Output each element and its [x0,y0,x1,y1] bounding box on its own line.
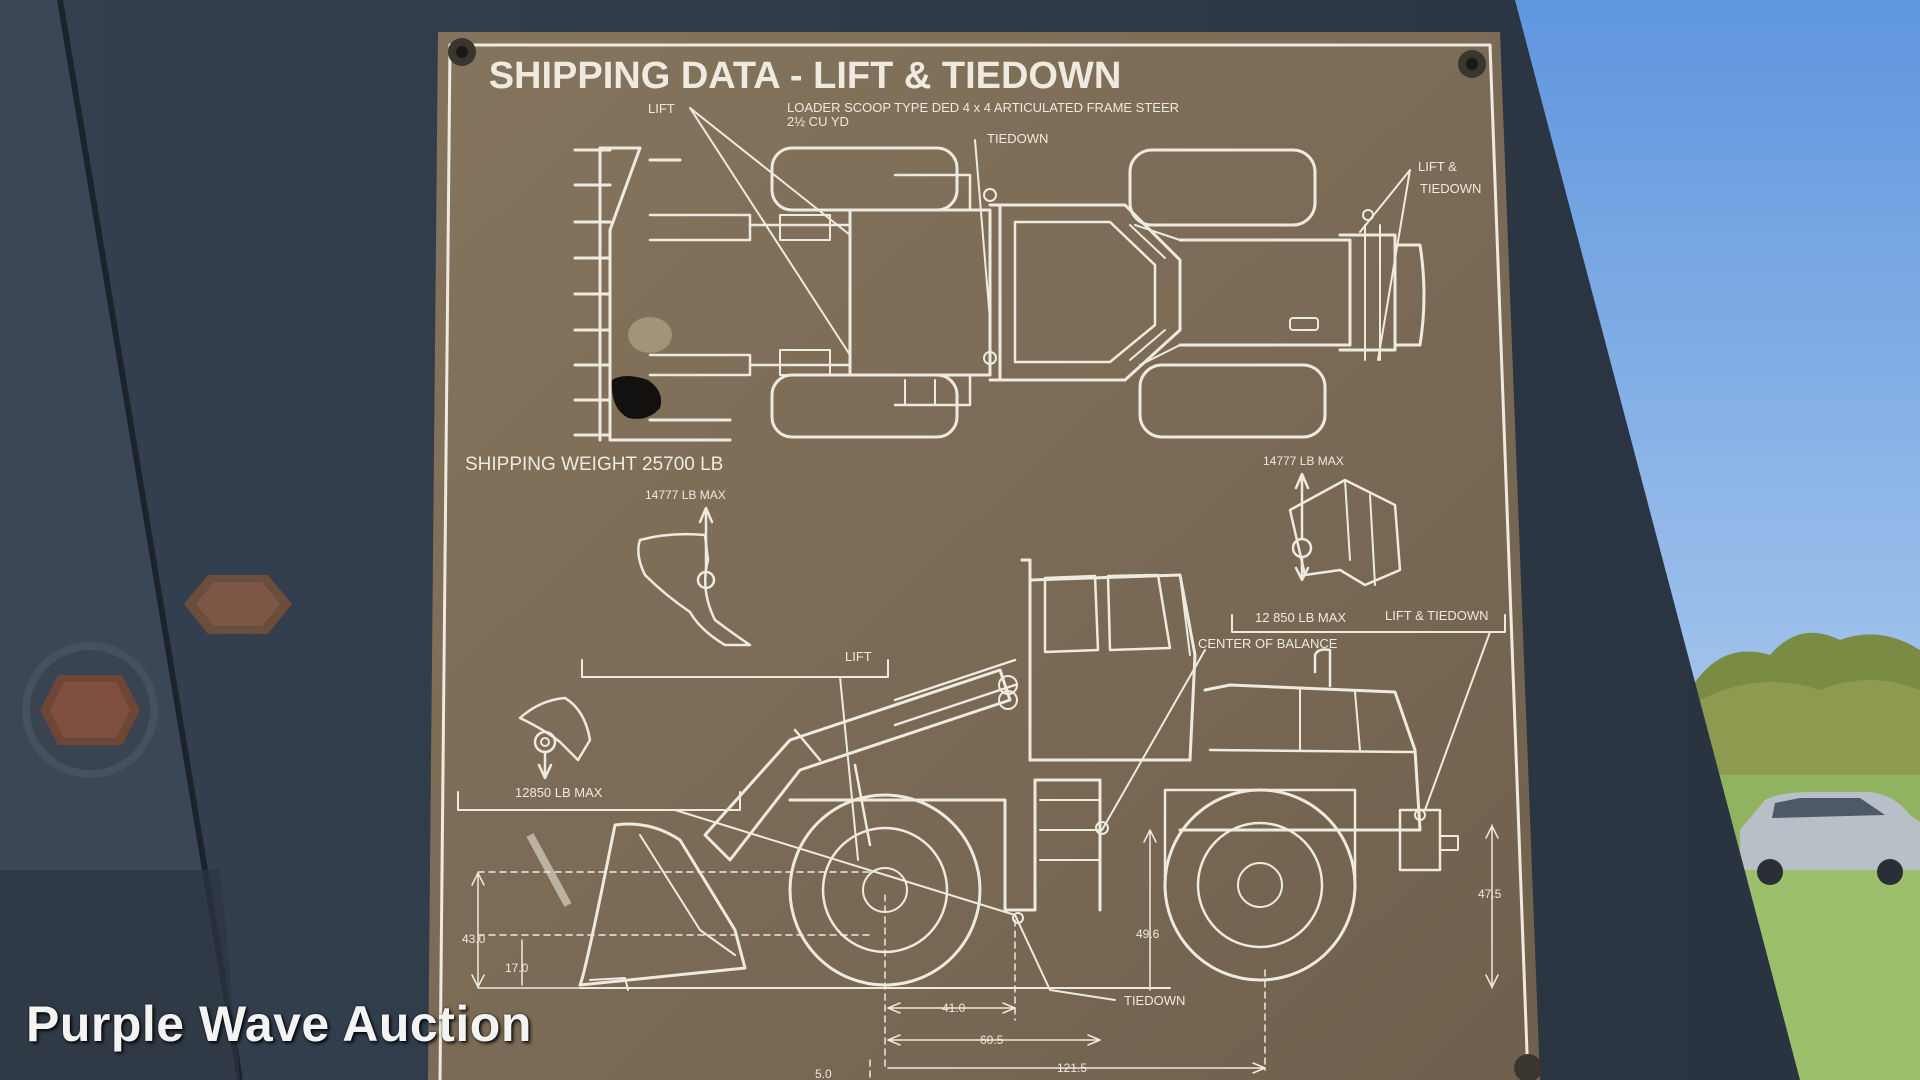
scratch [526,833,572,907]
panel-left-sheet [0,0,240,1080]
dim-41-0: 41.0 [942,1001,966,1015]
dim-43-0: 43.0 [462,932,486,946]
tiedown-bottom-label: TIEDOWN [1124,993,1185,1008]
plate-border-top-right [448,43,1530,1080]
top-tiedown-rear-label: TIEDOWN [1420,181,1481,196]
loader-side-view: CENTER OF BALANCE [578,558,1459,1008]
dim-17-0: 17.0 [505,961,529,975]
dim-49-6: 49.6 [1136,927,1160,941]
front-tiedown-detail: 12850 LB MAX [457,696,1016,916]
shipping-weight: SHIPPING WEIGHT 25700 LB [465,454,723,475]
data-plate [428,32,1540,1080]
top-tiedown-label: TIEDOWN [987,131,1048,146]
panel-lower-plate [0,870,240,1080]
top-lift-label: LIFT [648,101,675,116]
dimension-lines [471,824,1499,1080]
tree-line-front [1700,680,1920,780]
bolt-upper [184,575,292,634]
dim-5-0: 5.0 [815,1067,832,1080]
detail-lift-label: LIFT [845,649,872,664]
watermark-text: Purple Wave Auction [26,996,532,1052]
loader-top-view: LIFT TIEDOWN LIFT & TIEDOWN [573,101,1481,442]
car [1740,792,1920,885]
center-of-balance-label: CENTER OF BALANCE [1198,636,1338,651]
dim-121-5: 121.5 [1057,1061,1087,1075]
dim-60-5: 60.5 [980,1033,1004,1047]
plate-border-left [438,43,452,1080]
corrosion-spot [628,317,672,353]
front-lift-detail: 14777 LB MAX LIFT [581,488,889,861]
bolt-lower [22,642,158,778]
plate-title: SHIPPING DATA - LIFT & TIEDOWN [489,55,1122,97]
rear-lift-tiedown-detail: 14777 LB MAX 12 850 LB MAX LIFT & TIEDOW… [1231,454,1506,811]
rivet-bottom-right [1514,1054,1542,1080]
rear-tiedown-max-label: 12 850 LB MAX [1255,610,1346,625]
front-lift-max-label: 14777 LB MAX [645,488,726,502]
plate-subtitle-2: 2½ CU YD [787,114,849,129]
dim-47-5: 47.5 [1478,887,1502,901]
lift-and-tiedown-label: LIFT & TIEDOWN [1385,608,1489,623]
rear-lift-max-label: 14777 LB MAX [1263,454,1344,468]
top-lift-and-label: LIFT & [1418,159,1457,174]
front-tiedown-max-label: 12850 LB MAX [515,785,603,800]
hole-in-plate [611,376,662,419]
plate-subtitle-1: LOADER SCOOP TYPE DED 4 x 4 ARTICULATED … [787,100,1179,115]
